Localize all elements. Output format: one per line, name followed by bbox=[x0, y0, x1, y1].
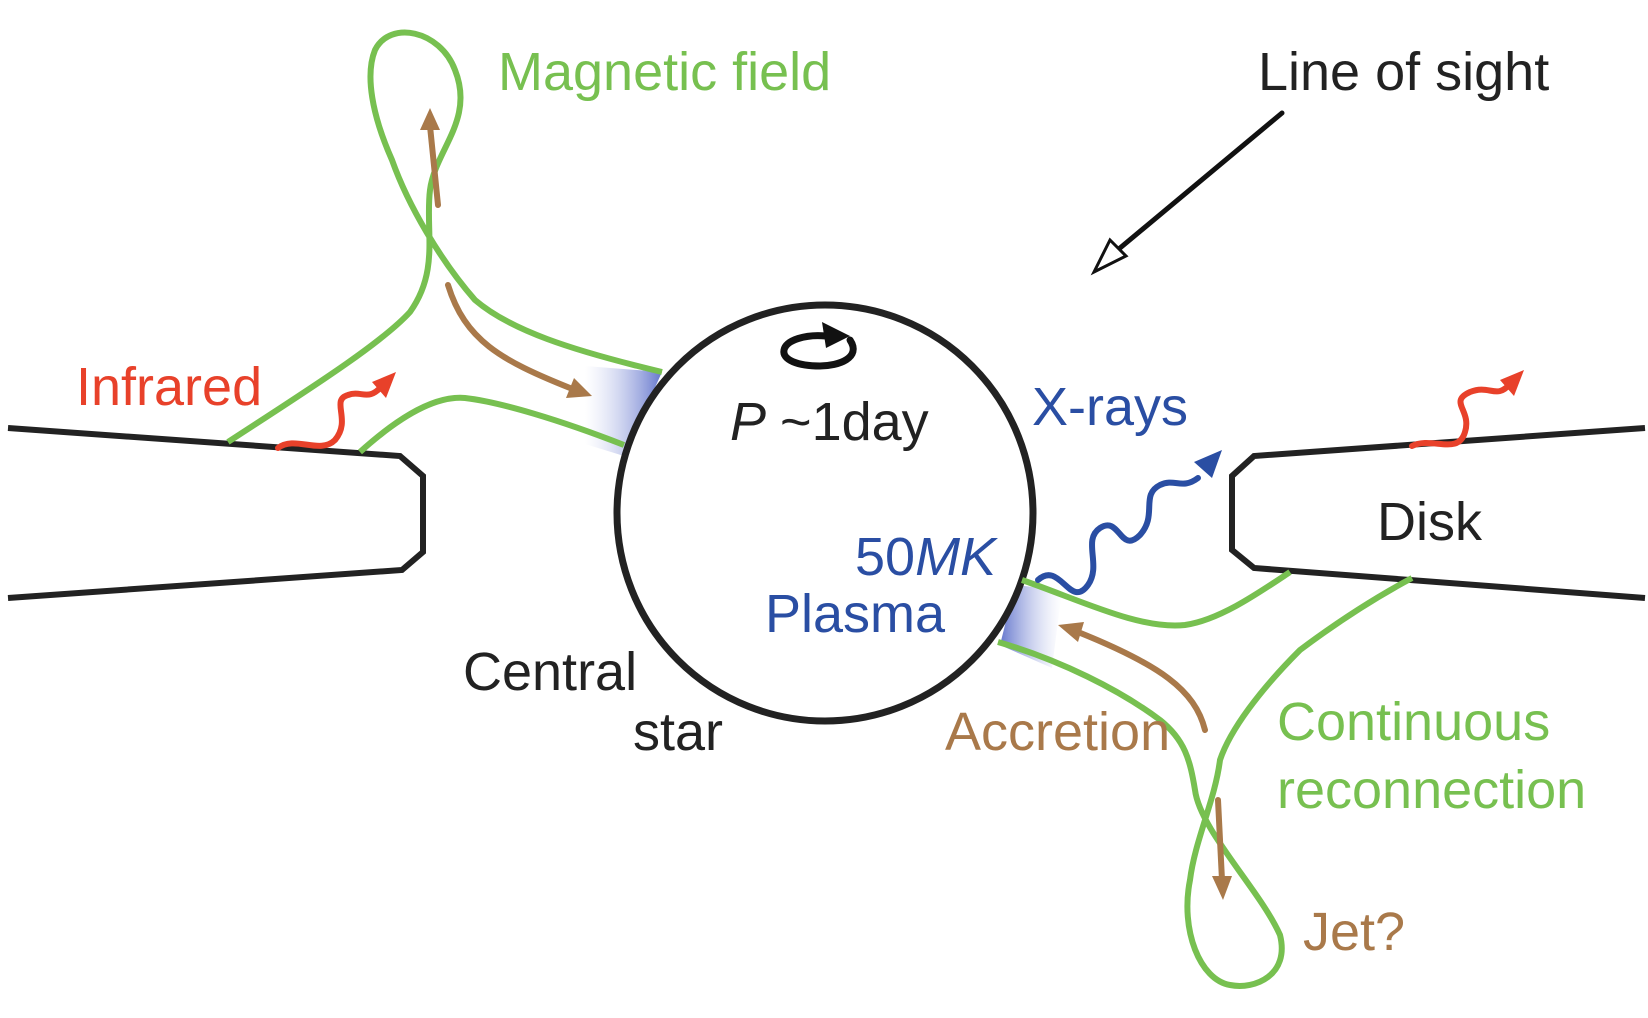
label-reconnection: reconnection bbox=[1277, 760, 1586, 820]
right-disk bbox=[1229, 425, 1646, 601]
accretion-flow-arrow-right bbox=[1058, 622, 1208, 733]
label-period: P~1day bbox=[730, 392, 929, 452]
period-symbol: P bbox=[730, 392, 766, 452]
left-disk bbox=[7, 425, 426, 601]
label-magnetic-field: Magnetic field bbox=[498, 42, 831, 102]
accretion-flow-arrow-left bbox=[445, 282, 592, 398]
label-accretion: Accretion bbox=[945, 702, 1170, 762]
central-star bbox=[613, 301, 1037, 725]
label-central: Central bbox=[463, 642, 637, 702]
rotation-arrow-icon bbox=[780, 322, 857, 370]
left-hotspot-glow bbox=[585, 366, 662, 456]
xray-wave-arrow bbox=[1035, 450, 1222, 596]
label-infrared: Infrared bbox=[76, 357, 262, 417]
accretion-flow-arrow-upper bbox=[420, 108, 441, 208]
label-xrays: X-rays bbox=[1032, 377, 1188, 437]
period-value: ~1day bbox=[780, 392, 929, 452]
infrared-wave-arrow-left bbox=[275, 372, 396, 451]
label-disk: Disk bbox=[1377, 492, 1483, 552]
magnetic-field-inner-left bbox=[357, 394, 626, 455]
label-star: star bbox=[633, 702, 723, 762]
label-temperature: 50MK bbox=[855, 527, 998, 587]
infrared-wave-arrow-right bbox=[1409, 370, 1524, 449]
label-continuous: Continuous bbox=[1277, 692, 1550, 752]
jet-flow-arrow bbox=[1212, 797, 1232, 900]
line-of-sight-arrow bbox=[1090, 110, 1285, 276]
magnetic-field-loop-upper-left bbox=[226, 29, 663, 445]
temperature-unit: MK bbox=[915, 527, 998, 587]
label-plasma: Plasma bbox=[765, 584, 946, 644]
temperature-value: 50 bbox=[855, 527, 915, 587]
magnetic-field-inner-right bbox=[1021, 569, 1292, 629]
label-jet: Jet? bbox=[1303, 902, 1405, 962]
magnetic-field-loop-lower-right bbox=[997, 575, 1414, 989]
label-line-of-sight: Line of sight bbox=[1258, 42, 1549, 102]
